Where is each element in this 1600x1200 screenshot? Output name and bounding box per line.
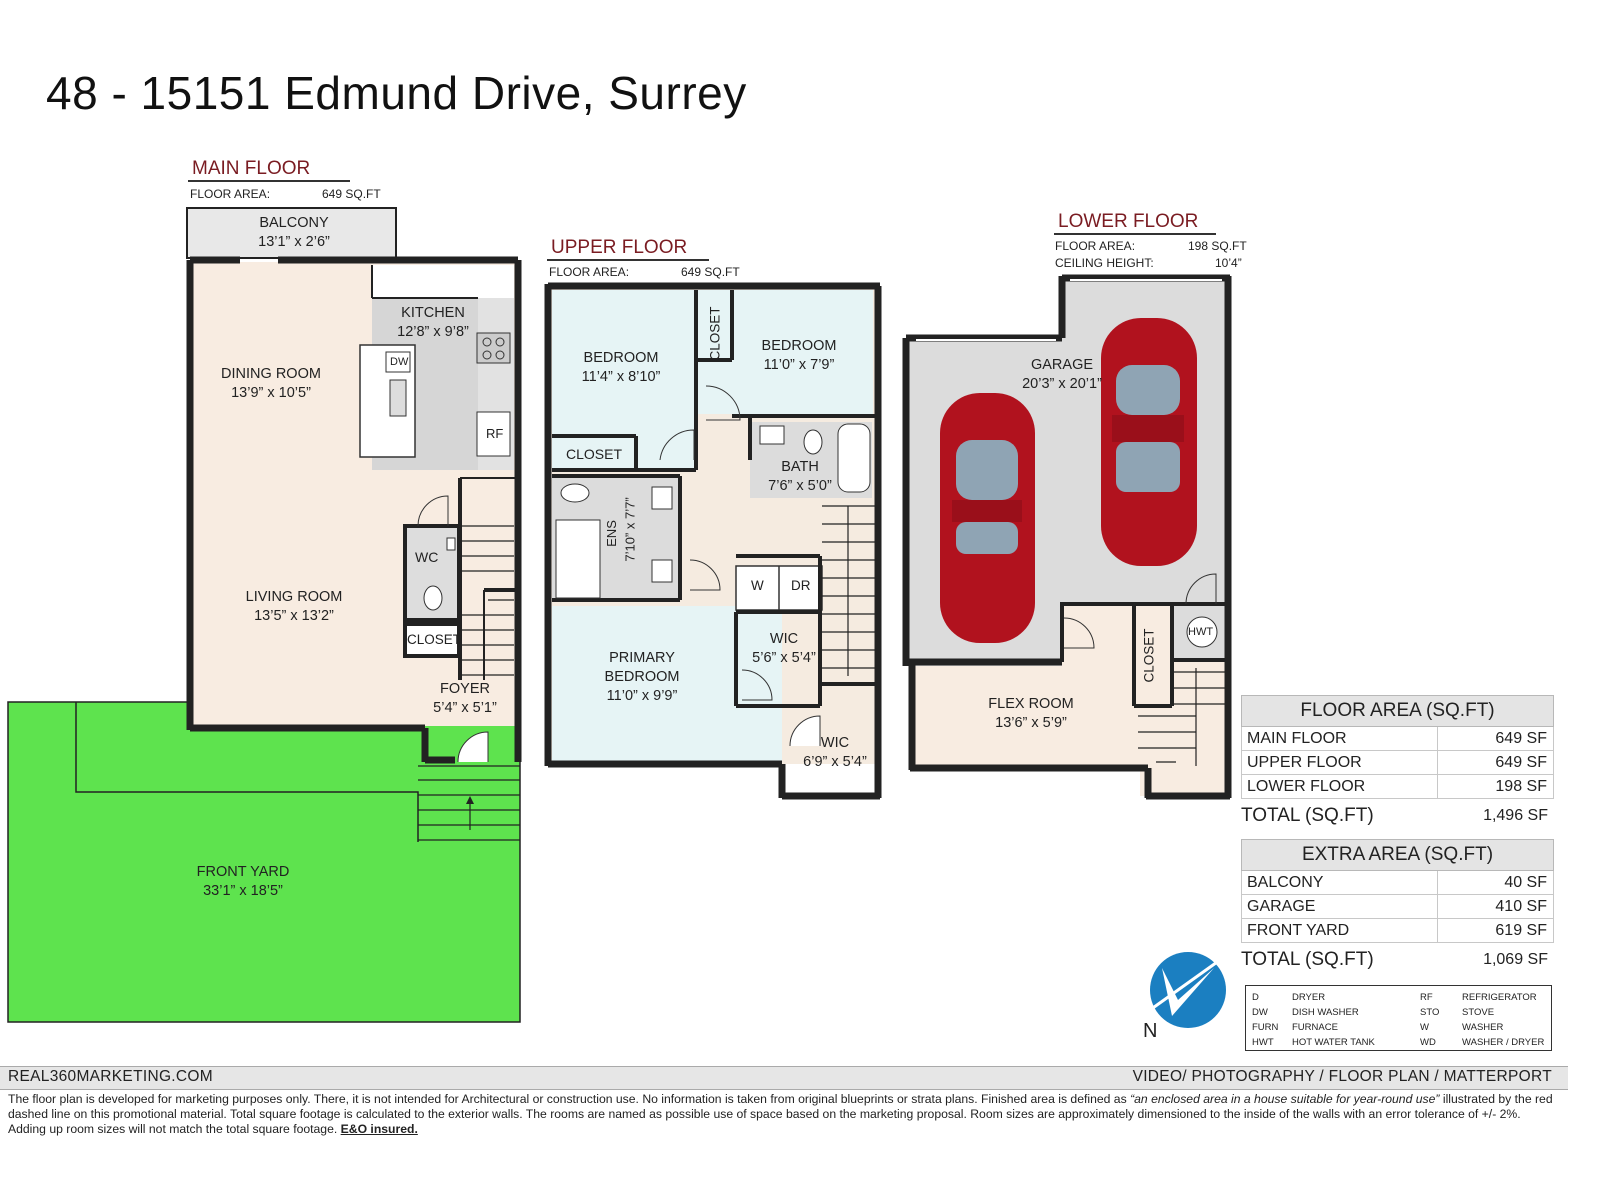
main-floor-area-value: 649 SQ.FT (322, 187, 381, 201)
compass-north-label: N (1143, 1020, 1158, 1042)
legend-meaning: STOVE (1462, 1007, 1495, 1018)
footer-website[interactable]: REAL360MARKETING.COM (8, 1068, 213, 1085)
legend-code: DW (1252, 1007, 1268, 1018)
lower-floor-heading: LOWER FLOOR (1058, 211, 1199, 232)
front-yard-area (7, 701, 521, 1023)
upper-closet-vertical-label: CLOSET (707, 306, 723, 361)
legend-meaning: HOT WATER TANK (1292, 1037, 1375, 1048)
legend-code: W (1420, 1022, 1429, 1033)
upper-floor-plan (544, 282, 882, 800)
car-left-icon (940, 393, 1035, 643)
fridge-label: RF (486, 426, 504, 441)
balcony-area (186, 207, 397, 259)
upper-floor-area-value: 649 SQ.FT (681, 265, 740, 279)
wc-label: WC (415, 549, 439, 565)
legend-meaning: FURNACE (1292, 1022, 1338, 1033)
legend-code: STO (1420, 1007, 1440, 1018)
washer-label: W (751, 578, 764, 593)
ens-label: ENS (603, 520, 619, 547)
upper-floor-area-label: FLOOR AREA: (549, 265, 630, 279)
floor-plan-drawing (7, 207, 1232, 1028)
main-closet-label: CLOSET (407, 632, 462, 647)
extra-area-total: TOTAL (SQ.FT)1,069 SF (1241, 949, 1548, 970)
car-right-icon (1101, 318, 1197, 566)
legend-box: D DRYER DW DISH WASHER FURN FURNACE HWT … (1245, 985, 1552, 1051)
legend-code: HWT (1252, 1037, 1274, 1048)
legend-meaning: WASHER (1462, 1022, 1504, 1033)
lower-floor-area-label: FLOOR AREA: (1055, 239, 1136, 253)
footer-bar (0, 1066, 1568, 1090)
footer-services: VIDEO/ PHOTOGRAPHY / FLOOR PLAN / MATTER… (1132, 1068, 1552, 1085)
ceiling-height-value: 10’4” (1215, 256, 1242, 270)
ens-dimension: 7’10” x 7’7” (622, 497, 638, 562)
main-floor-plan (7, 207, 522, 1023)
legend-code: FURN (1252, 1022, 1279, 1033)
ceiling-height-label: CEILING HEIGHT: (1055, 256, 1154, 270)
legend-meaning: WASHER / DRYER (1462, 1037, 1545, 1048)
dishwasher-label: DW (390, 356, 409, 368)
upper-closet-label: CLOSET (566, 446, 623, 462)
legend-code: RF (1420, 992, 1433, 1003)
lower-floor-area-value: 198 SQ.FT (1188, 239, 1247, 253)
disclaimer-text: The floor plan is developed for marketin… (8, 1092, 1553, 1136)
legend-meaning: DISH WASHER (1292, 1007, 1359, 1018)
lower-closet-label: CLOSET (1141, 628, 1157, 683)
main-floor-rule (188, 180, 350, 182)
legend-code: D (1252, 992, 1259, 1003)
legend-meaning: REFRIGERATOR (1462, 992, 1537, 1003)
legend-code: WD (1420, 1037, 1436, 1048)
floor-area-total: TOTAL (SQ.FT)1,496 SF (1241, 805, 1548, 826)
main-floor-heading: MAIN FLOOR (192, 158, 311, 179)
legend-meaning: DRYER (1292, 992, 1326, 1003)
page-title: 48 - 15151 Edmund Drive, Surrey (46, 67, 747, 119)
upper-floor-heading: UPPER FLOOR (551, 237, 688, 258)
extra-area-table-header: EXTRA AREA (SQ.FT) (1241, 839, 1554, 871)
lower-floor-rule (1054, 233, 1216, 235)
floor-area-table-header: FLOOR AREA (SQ.FT) (1241, 695, 1554, 727)
dryer-label: DR (791, 578, 811, 593)
lower-floor-plan (902, 274, 1232, 800)
main-floor-area-label: FLOOR AREA: (190, 187, 271, 201)
hwt-label: HWT (1188, 626, 1214, 638)
upper-floor-rule (547, 259, 709, 261)
compass-icon (1149, 952, 1226, 1028)
